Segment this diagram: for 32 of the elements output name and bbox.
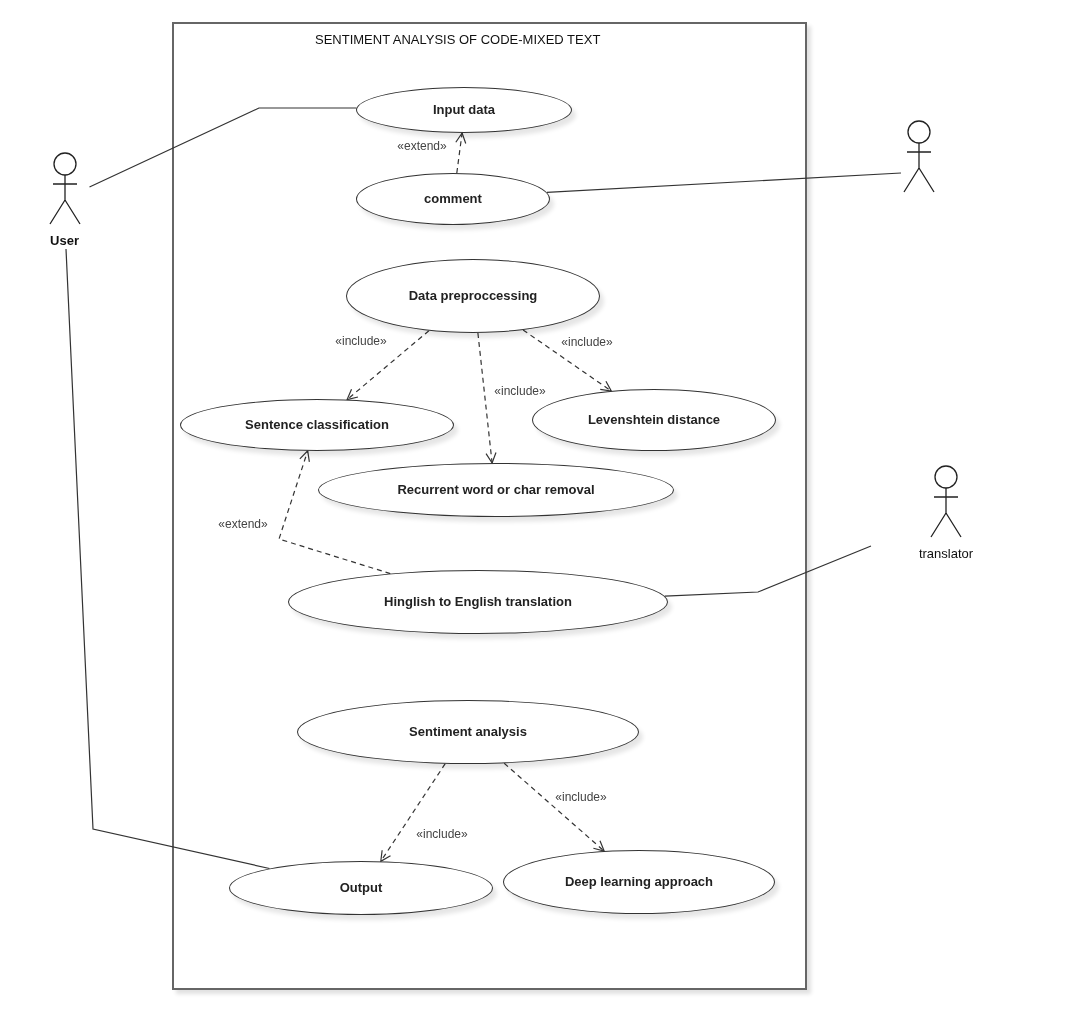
dashed-arrow [522,329,612,392]
dashed-arrow [503,762,605,852]
association-line [65,248,271,870]
use-case-label: Sentence classification [245,417,389,433]
dashed-arrow [380,763,446,862]
dashed-arrow [346,330,430,401]
use-case-label: Sentiment analysis [409,724,527,740]
association-line [88,107,357,188]
edge-label: «include» [560,335,614,349]
use-case-label: Data preproccessing [408,288,538,304]
edge-label: «extend» [396,139,448,153]
edge-label: «include» [493,384,547,398]
use-case-label: Deep learning approach [564,874,714,890]
use-case-label: comment [424,191,482,207]
system-title: SENTIMENT ANALYSIS OF CODE-MIXED TEXT [315,32,601,48]
actor-name: translator [918,546,974,562]
use-case-label: Output [339,880,383,896]
dashed-arrow [477,332,497,464]
edge-label: «include» [415,827,469,841]
edge-label: «include» [554,790,608,804]
system-boundary [172,22,807,990]
dashed-arrow [455,132,467,174]
use-case-label: Levenshtein distance [587,412,721,428]
association-line [546,172,902,193]
dashed-arrow [278,450,391,575]
use-case-label: Input data [432,102,496,118]
edge-label: «extend» [217,517,269,531]
association-line [664,545,872,597]
use-case-label: Recurrent word or char removal [397,482,595,498]
use-case-label: Hinglish to English translation [384,594,572,610]
edge-label: «include» [334,334,388,348]
actor-name: User [50,233,79,249]
